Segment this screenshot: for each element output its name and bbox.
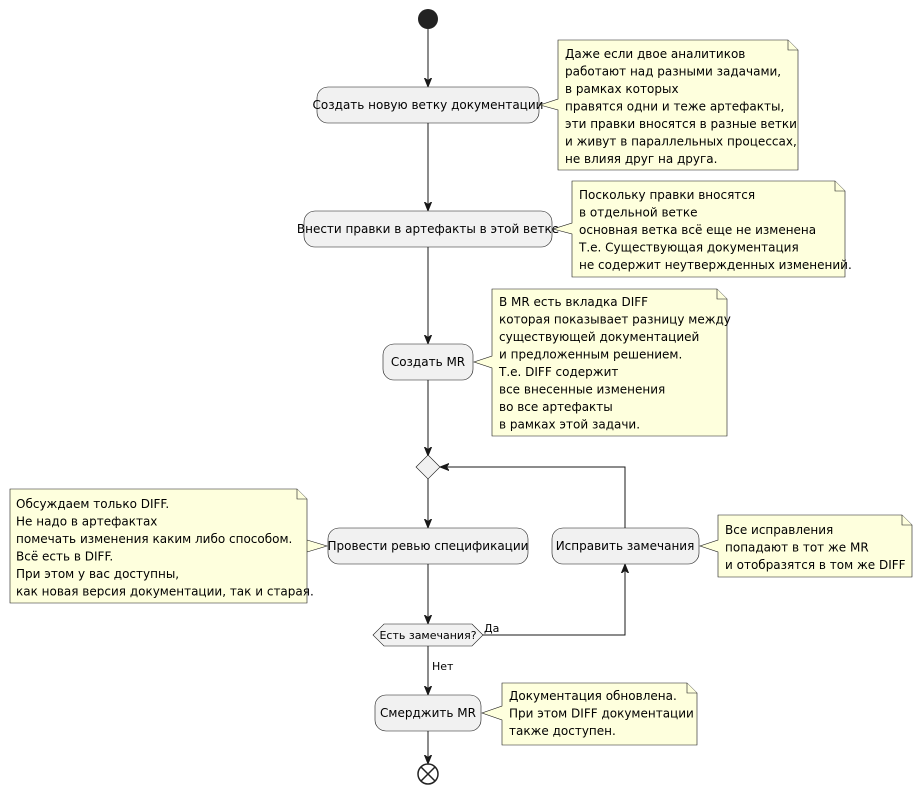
note-line: помечать изменения каким либо способом. [16,532,292,546]
edge-label-no: Нет [432,660,454,673]
edge-question-yes-to-fix [483,565,625,636]
note-line: во все артефакты [499,400,613,414]
note-line: также доступен. [509,724,616,738]
activity-review-spec-label: Провести ревью спецификации [328,539,529,553]
note-branch: Даже если двое аналитиков работают над ра… [538,39,799,171]
note-line: правятся одни и теже артефакты, [565,100,784,114]
note-review-text: Обсуждаем только DIFF. Не надо в артефакт… [16,497,314,599]
note-edit-text: Поскольку правки вносятся в отдельной вет… [578,188,852,272]
note-line: Т.е. Существующая документация [578,241,799,255]
edge-fix-to-merge-diamond [441,467,626,528]
note-line: не влияя друг на друга. [565,152,717,166]
note-mr-text: В MR есть вкладка DIFF которая показывает… [498,295,731,432]
activity-create-branch-label: Создать новую ветку документации [313,98,544,112]
note-line: При этом у вас доступны, [16,567,179,581]
note-line: Поскольку правки вносятся [579,188,755,202]
note-line: не содержит неутвержденных изменений. [579,258,852,272]
note-line: попадают в тот же MR [725,541,869,555]
note-line: При этом DIFF документации [509,707,694,721]
decision-remarks [372,623,484,647]
note-line: Все исправления [725,523,833,537]
note-line: В MR есть вкладка DIFF [499,295,648,309]
activity-edit-artifacts-label: Внести правки в артефакты в этой ветке [297,222,559,236]
note-line: которая показывает разницу между [499,313,731,327]
activity-edit-artifacts [303,210,553,248]
note-review: Обсуждаем только DIFF. Не надо в артефакт… [9,488,329,604]
note-line: и живут в параллельных процессах, [565,135,797,149]
activity-fix-remarks [551,527,700,565]
note-line: в рамках этой задачи. [499,418,640,432]
end-node [417,763,439,785]
note-fix: Все исправления попадают в тот же MR и ото… [699,514,913,578]
start-node [418,9,438,29]
note-branch-text: Даже если двое аналитиков работают над ра… [565,47,797,166]
note-line: работают над разными задачами, [565,65,781,79]
activity-merge-mr-label: Смерджить MR [380,706,476,720]
note-line: Даже если двое аналитиков [565,47,745,61]
activity-fix-remarks-label: Исправить замечания [556,539,695,553]
note-line: эти правки вносятся в разные ветки [565,117,797,131]
edge-label-yes: Да [484,622,499,635]
activity-create-branch [316,86,540,124]
note-line: основная ветка всё еще не изменена [579,223,816,237]
note-line: Документация обновлена. [509,689,677,703]
note-line: как новая версия документации, так и ста… [16,585,314,599]
note-line: существующей документацией [499,330,699,344]
note-line: и предложенным решением. [499,348,682,362]
note-merge: Документация обновлена. При этом DIFF док… [481,682,698,746]
decision-remarks-label: Есть замечания? [379,629,476,642]
note-line: Т.е. DIFF содержит [498,365,618,379]
note-edit: Поскольку правки вносятся в отдельной вет… [551,180,852,278]
merge-diamond [415,454,441,480]
note-line: и отобразятся в том же DIFF [725,558,906,572]
activity-create-mr [382,343,474,381]
note-line: Обсуждаем только DIFF. [16,497,169,511]
note-line: Не надо в артефактах [16,515,157,529]
note-fix-text: Все исправления попадают в тот же MR и ото… [725,523,906,572]
note-line: в отдельной ветке [579,206,698,220]
note-merge-text: Документация обновлена. При этом DIFF док… [509,689,694,738]
note-line: в рамках которых [565,82,679,96]
note-line: Всё есть в DIFF. [16,550,113,564]
note-line: все внесенные изменения [499,383,665,397]
activity-merge-mr [374,694,482,732]
note-mr: В MR есть вкладка DIFF которая показывает… [473,288,731,437]
activity-create-mr-label: Создать MR [391,355,465,369]
